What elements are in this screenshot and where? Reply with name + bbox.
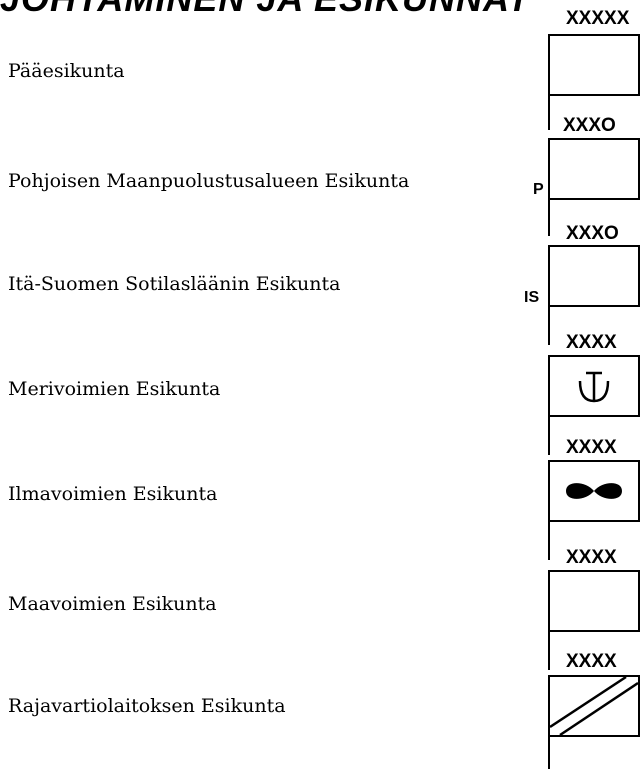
unit-frame: [548, 355, 640, 417]
unit-frame: [548, 138, 640, 200]
echelon-marker: XXXX: [566, 332, 617, 353]
unit-frame: [548, 460, 640, 522]
row-label-merivoimat: Merivoimien Esikunta: [8, 378, 221, 400]
echelon-marker: XXXX: [566, 437, 617, 458]
echelon-marker: XXXXX: [566, 8, 630, 29]
hq-staff-line: [548, 735, 550, 769]
area-prefix: P: [533, 181, 544, 198]
hq-staff-line: [548, 630, 550, 670]
echelon-marker: XXXX: [566, 651, 617, 672]
row-label-paaesikunta: Pääesikunta: [8, 60, 125, 82]
row-label-pohjoinen: Pohjoisen Maanpuolustusalueen Esikunta: [8, 170, 410, 192]
hq-staff-line: [548, 520, 550, 560]
row-label-ita-suomi: Itä-Suomen Sotilasläänin Esikunta: [8, 273, 341, 295]
unit-frame: [548, 245, 640, 307]
row-label-rajavartiolaitos: Rajavartiolaitoksen Esikunta: [8, 695, 286, 717]
hq-staff-line: [548, 305, 550, 345]
propeller-icon: [566, 483, 622, 499]
echelon-marker: XXXX: [566, 547, 617, 568]
page-title: JOHTAMINEN JA ESIKUNNAT: [0, 0, 530, 20]
unit-frame: [548, 675, 640, 737]
area-prefix: IS: [524, 289, 540, 306]
row-label-maavoimat: Maavoimien Esikunta: [8, 593, 217, 615]
unit-frame: [548, 570, 640, 632]
hq-staff-line: [548, 198, 550, 236]
echelon-marker: XXXO: [566, 223, 619, 244]
hq-staff-line: [548, 415, 550, 455]
echelon-marker: XXXO: [563, 115, 616, 136]
unit-frame: [548, 34, 640, 96]
hq-staff-line: [548, 94, 550, 130]
anchor-icon: [578, 371, 610, 403]
row-label-ilmavoimat: Ilmavoimien Esikunta: [8, 483, 218, 505]
double-diagonal-icon: [550, 677, 638, 735]
